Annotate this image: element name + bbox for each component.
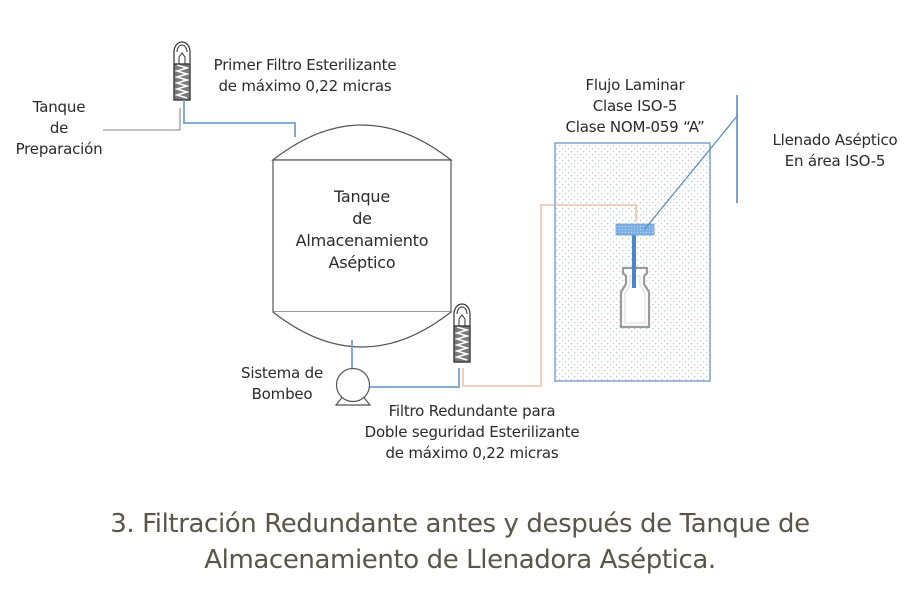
label-line: En área ISO-5	[784, 152, 886, 170]
label-line: Clase ISO-5	[592, 97, 678, 115]
label-line: Primer Filtro Esterilizante	[213, 56, 397, 74]
caption-line: Almacenamiento de Llenadora Aséptica.	[204, 545, 716, 575]
label-line: Bombeo	[251, 385, 313, 403]
label-line: Filtro Redundante para	[388, 402, 556, 420]
label-line: Doble seguridad Esterilizante	[364, 423, 580, 441]
storage-tank-label: Tanque de Almacenamiento Aséptico	[273, 186, 451, 274]
redundant-filter-icon	[453, 303, 471, 363]
label-line: de	[352, 209, 372, 228]
label-line: Preparación	[15, 140, 103, 158]
redundant-filter-label: Filtro Redundante para Doble seguridad E…	[352, 401, 592, 464]
label-line: de	[49, 119, 69, 137]
first-filter-label: Primer Filtro Esterilizante de máximo 0,…	[200, 55, 410, 97]
label-line: Llenado Aséptico	[772, 131, 898, 149]
label-line: de máximo 0,22 micras	[218, 77, 392, 95]
pump-label: Sistema de Bombeo	[232, 363, 332, 405]
filling-needle	[632, 234, 636, 288]
storage-tank-icon	[271, 124, 453, 348]
label-line: Flujo Laminar	[585, 76, 685, 94]
pump-icon	[334, 367, 372, 406]
vial-icon	[619, 266, 651, 329]
label-line: Aséptico	[328, 253, 396, 272]
figure-caption: 3. Filtración Redundante antes y después…	[0, 506, 920, 578]
pipe-inside-laminar	[555, 204, 637, 222]
label-line: Sistema de	[241, 364, 323, 382]
filling-nozzle-head	[615, 223, 655, 236]
label-line: Tanque	[32, 98, 86, 116]
pipe-pump-to-redundant-filter	[370, 368, 460, 388]
label-line: de máximo 0,22 micras	[385, 444, 559, 462]
laminar-flow-label: Flujo Laminar Clase ISO-5 Clase NOM-059 …	[555, 75, 715, 138]
caption-line: 3. Filtración Redundante antes y después…	[110, 509, 810, 539]
pipe-to-storage-tank	[183, 100, 296, 137]
process-diagram	[103, 41, 739, 406]
first-filter-icon	[173, 41, 191, 101]
prep-tank-label: Tanque de Preparación	[0, 97, 118, 160]
pointer-line	[643, 114, 739, 231]
label-line: Clase NOM-059 “A”	[565, 118, 705, 136]
label-line: Almacenamiento	[295, 231, 429, 250]
pipe-from-prep-tank	[103, 108, 181, 131]
aseptic-filling-label: Llenado Aséptico En área ISO-5	[760, 130, 910, 172]
label-line: Tanque	[333, 187, 390, 206]
